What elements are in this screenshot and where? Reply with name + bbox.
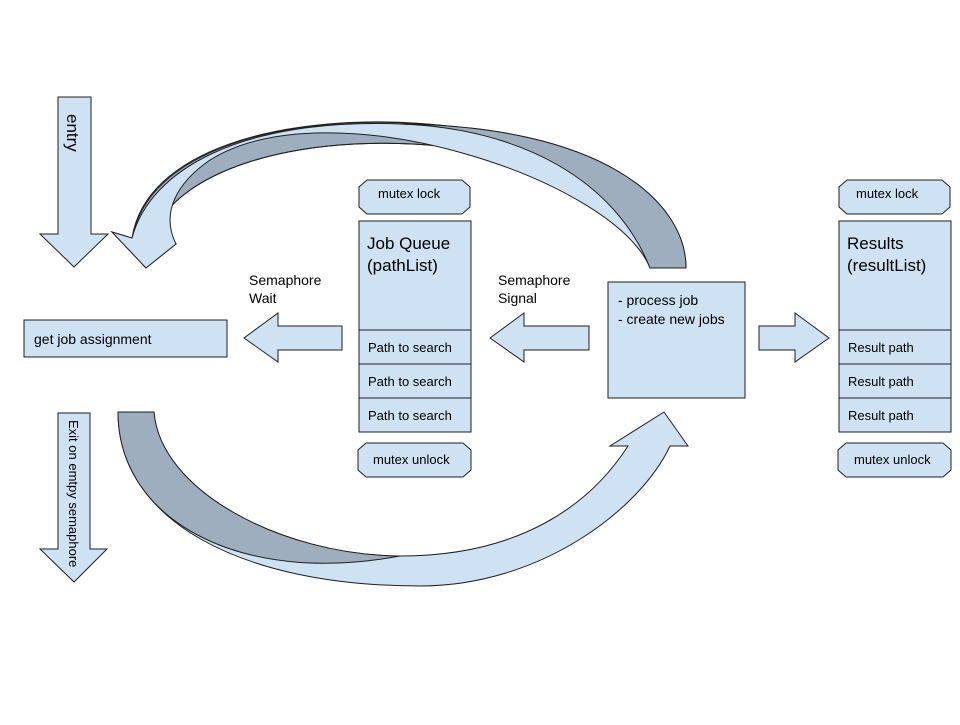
job-queue-mutex-unlock-shape — [357, 442, 472, 478]
semaphore-signal-line1: Semaphore — [498, 272, 571, 288]
processor-box: - process job - create new jobs — [607, 281, 746, 399]
results-mutex-unlock-label: mutex unlock — [854, 452, 931, 467]
entry-arrow: entry — [38, 96, 110, 268]
job-queue-row: Path to search — [368, 374, 452, 389]
to-results-arrow — [758, 312, 830, 363]
results-mutex-lock-shape — [838, 179, 951, 215]
dispatch-arrow-shade-band — [117, 411, 401, 564]
results-mutex-unlock-shape — [837, 442, 952, 478]
results-row: Result path — [848, 340, 914, 355]
processor-line2: - create new jobs — [618, 311, 725, 327]
exit-label: Exit on emtpy semaphore — [66, 420, 81, 567]
results: mutex lock Results (resultList) Result p… — [837, 179, 952, 478]
entry-arrow-shape — [38, 96, 110, 268]
job-queue-mutex-lock-shape — [358, 179, 471, 215]
entry-label: entry — [63, 114, 82, 152]
semaphore-wait-arrow-shape — [243, 312, 343, 363]
results-mutex-lock-label: mutex lock — [856, 186, 919, 201]
return-arrow-shade-band — [399, 123, 687, 269]
job-queue-box — [358, 220, 472, 433]
exit-arrow-shape — [38, 412, 109, 583]
dispatch-curved-arrow — [117, 411, 689, 587]
semaphore-signal-arrow: Semaphore Signal — [489, 272, 590, 363]
to-results-arrow-shape — [758, 312, 830, 363]
job-queue-row: Path to search — [368, 408, 452, 423]
results-box — [838, 220, 952, 433]
job-queue-mutex-unlock-label: mutex unlock — [373, 452, 450, 467]
semaphore-wait-line2: Wait — [249, 290, 277, 306]
results-row: Result path — [848, 374, 914, 389]
semaphore-signal-arrow-shape — [489, 312, 590, 363]
job-queue-row: Path to search — [368, 340, 452, 355]
job-assignment-label: get job assignment — [34, 331, 152, 347]
exit-arrow: Exit on emtpy semaphore — [38, 412, 109, 583]
job-queue-mutex-lock-label: mutex lock — [378, 186, 441, 201]
return-curved-arrow — [110, 121, 687, 269]
job-assignment-box: get job assignment — [23, 319, 228, 358]
processor-line1: - process job — [618, 292, 698, 308]
results-title-line1: Results — [847, 234, 904, 253]
semaphore-wait-line1: Semaphore — [249, 272, 322, 288]
job-queue: mutex lock Job Queue (pathList) Path to … — [357, 179, 472, 478]
job-queue-title-line2: (pathList) — [367, 256, 438, 275]
semaphore-wait-arrow: Semaphore Wait — [243, 272, 343, 363]
semaphore-signal-line2: Signal — [498, 290, 537, 306]
job-queue-title-line1: Job Queue — [367, 234, 450, 253]
results-title-line2: (resultList) — [847, 256, 926, 275]
results-row: Result path — [848, 408, 914, 423]
